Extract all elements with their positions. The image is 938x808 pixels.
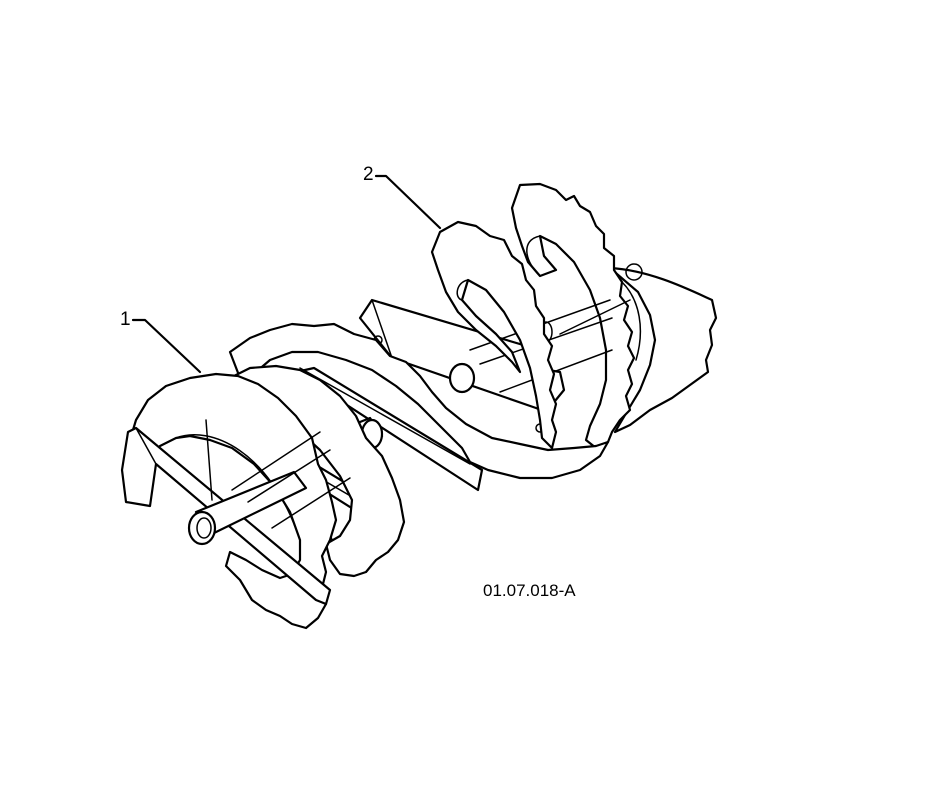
auger-assembly [120,182,718,630]
auger-flight-left [128,372,338,630]
auger-flight-center-right [430,220,558,450]
shaft-tube-front [187,470,308,546]
auger-flight-right-rear [608,263,718,434]
auger-slats-left [205,419,351,529]
center-shaft-bar [358,298,631,433]
auger-flight-right [510,182,636,450]
callout-1-leader [131,318,202,374]
callout-2-leader [374,174,442,230]
callout-leaders [131,174,442,374]
callout-1-label: 1 [120,309,131,330]
figure-code: 01.07.018-A [483,581,576,600]
auger-flight-center [228,322,610,480]
callout-2-label: 2 [363,164,374,185]
